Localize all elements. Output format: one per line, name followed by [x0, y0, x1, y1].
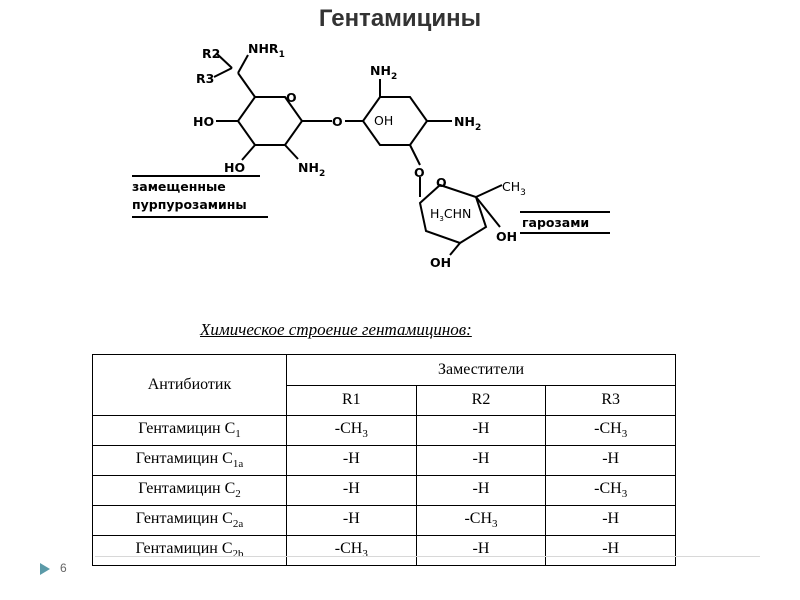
r2-value: -H — [415, 415, 547, 446]
antibiotic-name: Гентамицин С2 — [92, 475, 287, 506]
hydroxyl-label-4: OH — [430, 255, 451, 270]
r3-label: R3 — [196, 71, 214, 86]
table-row: Гентамицин С2a -H -CH3 -H — [92, 505, 676, 536]
r3-value: -CH3 — [545, 415, 676, 446]
garosamine-label: гарозами — [522, 215, 589, 230]
table-row: Гентамицин С2 -H -H -CH3 — [92, 475, 676, 506]
hydroxyl-label-3: OH — [496, 229, 517, 244]
ring-oxygen-2: O — [436, 175, 447, 190]
deoxystreptamine-ring — [361, 96, 429, 146]
r1-value: -CH3 — [286, 535, 417, 566]
table-row: Гентамицин С2b -CH3 -H -H — [92, 535, 676, 566]
r1-value: -H — [286, 475, 417, 506]
header-r3: R3 — [545, 384, 676, 416]
purpurosamines-label-line1: замещенные — [132, 179, 226, 194]
header-r2: R2 — [415, 384, 547, 416]
r1-value: -CH3 — [286, 415, 417, 446]
substituents-table: Антибиотик Заместители R1 R2 R3 Гентамиц… — [92, 354, 676, 566]
glycosidic-oxygen-1: O — [332, 114, 343, 129]
r2-label: R2 — [202, 46, 220, 61]
table-caption: Химическое строение гентамицинов: — [200, 320, 472, 339]
r2-value: -H — [415, 475, 547, 506]
methyl-label: CH3 — [502, 179, 526, 198]
glycosidic-oxygen-2: O — [414, 165, 425, 180]
antibiotic-name: Гентамицин С1a — [92, 445, 287, 476]
amino-label-1: NH2 — [298, 160, 325, 179]
r1-value: -H — [286, 505, 417, 536]
header-substituents: Заместители — [286, 354, 676, 386]
antibiotic-name: Гентамицин С2a — [92, 505, 287, 536]
r2-value: -CH3 — [415, 505, 547, 536]
header-r1: R1 — [286, 384, 417, 416]
ring-oxygen-1: O — [286, 90, 297, 105]
nhr1-label: NHR1 — [248, 41, 285, 60]
r2-value: -H — [415, 445, 547, 476]
amino-label-3: NH2 — [454, 114, 481, 133]
page-title: Гентамицины — [318, 5, 482, 32]
r3-value: -CH3 — [545, 475, 676, 506]
purpurosamines-label-line2: пурпурозамины — [132, 197, 247, 212]
hydroxyl-label-2: HO — [224, 160, 245, 175]
amino-label-2: NH2 — [370, 63, 397, 82]
methylamino-label: H3CHN — [430, 206, 471, 223]
r3-value: -H — [545, 505, 676, 536]
footer-divider — [95, 556, 760, 557]
header-antibiotic: Антибиотик — [92, 354, 287, 416]
page-number: 6 — [60, 561, 67, 575]
r1-value: -H — [286, 445, 417, 476]
r3-value: -H — [545, 445, 676, 476]
r2-value: -H — [415, 535, 547, 566]
arrow-right-icon — [40, 563, 50, 575]
gentamicin-structure-diagram: R2 NHR1 R3 O HO O HO NH2 NH2 OH NH2 O O … — [132, 41, 610, 270]
hydroxyl-label-1: HO — [193, 114, 214, 129]
ring-hydroxyl-label: OH — [374, 113, 393, 128]
table-row: Гентамицин С1 -CH3 -H -CH3 — [92, 415, 676, 446]
table-row: Гентамицин С1a -H -H -H — [92, 445, 676, 476]
antibiotic-name: Гентамицин С2b — [92, 535, 287, 566]
antibiotic-name: Гентамицин С1 — [92, 415, 287, 446]
r3-value: -H — [545, 535, 676, 566]
